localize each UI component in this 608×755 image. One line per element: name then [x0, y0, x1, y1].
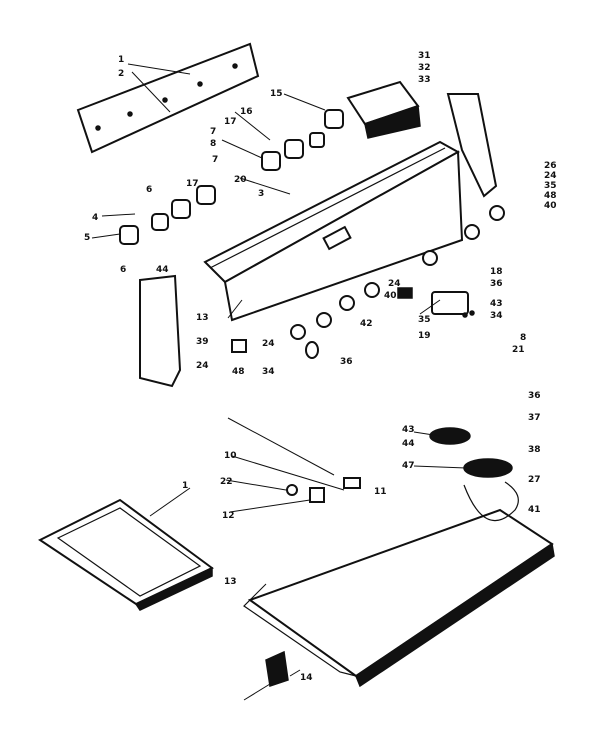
callout: 41 — [528, 505, 541, 515]
callout: 40 — [544, 201, 557, 211]
callout: 36 — [340, 357, 353, 367]
callout: 35 — [544, 181, 557, 191]
storage-drawer — [38, 498, 214, 611]
callout: 35 — [418, 315, 431, 325]
callout: 42 — [360, 319, 373, 329]
callout: 22 — [220, 477, 233, 487]
callout: 24 — [388, 279, 401, 289]
callout: 32 — [418, 63, 431, 73]
callout: 6 — [120, 265, 126, 275]
callout: 40 — [384, 291, 397, 301]
callout: 34 — [262, 367, 275, 377]
callout: 17 — [186, 179, 199, 189]
callout: 44 — [156, 265, 169, 275]
callout: 3 — [258, 189, 264, 199]
callout: 16 — [240, 107, 253, 117]
callout-labels: 1 2 31 32 33 15 16 17 7 8 7 6 17 20 3 4 … — [84, 51, 557, 683]
cooktop-main-top — [243, 508, 555, 688]
callout: 33 — [418, 75, 431, 85]
callout: 7 — [210, 127, 216, 137]
rear-trim-strip — [76, 42, 260, 154]
callout: 26 — [544, 161, 557, 171]
callout: 8 — [520, 333, 526, 343]
callout: 20 — [234, 175, 247, 185]
callout: 31 — [418, 51, 431, 61]
control-panel-backguard — [203, 140, 464, 322]
callout: 11 — [374, 487, 387, 497]
callout: 18 — [490, 267, 503, 277]
switch-knobs-row — [119, 109, 344, 245]
callout: 6 — [146, 185, 152, 195]
leader-lines — [91, 63, 467, 677]
callout: 7 — [212, 155, 218, 165]
callout: 12 — [222, 511, 235, 521]
callout: 8 — [210, 139, 216, 149]
side-cover-panel — [139, 274, 182, 388]
callout: 1 — [118, 55, 124, 65]
control-knobs — [231, 205, 505, 359]
callout: 37 — [528, 413, 541, 423]
callout: 17 — [224, 117, 237, 127]
callout: 48 — [544, 191, 557, 201]
callout: 47 — [402, 461, 415, 471]
callout: 5 — [84, 233, 90, 243]
callout: 24 — [196, 361, 209, 371]
callout: 24 — [544, 171, 557, 181]
hardware-parts — [243, 477, 361, 701]
callout: 10 — [224, 451, 237, 461]
callout: 13 — [224, 577, 237, 587]
callout: 1 — [182, 481, 188, 491]
callout: 34 — [490, 311, 503, 321]
timer-housing — [346, 80, 421, 139]
callout: 27 — [528, 475, 541, 485]
callout: 24 — [262, 339, 275, 349]
surface-burners — [429, 427, 519, 521]
callout: 14 — [300, 673, 313, 683]
callout: 15 — [270, 89, 283, 99]
callout: 44 — [402, 439, 415, 449]
callout: 19 — [418, 331, 431, 341]
callout: 13 — [196, 313, 209, 323]
callout: 39 — [196, 337, 209, 347]
callout: 43 — [402, 425, 415, 435]
callout: 36 — [528, 391, 541, 401]
side-bracket — [446, 93, 498, 198]
callout: 2 — [118, 69, 124, 79]
callout: 21 — [512, 345, 525, 355]
callout: 36 — [490, 279, 503, 289]
callout: 4 — [92, 213, 98, 223]
callout: 43 — [490, 299, 503, 309]
callout: 48 — [232, 367, 245, 377]
callout: 38 — [528, 445, 541, 455]
